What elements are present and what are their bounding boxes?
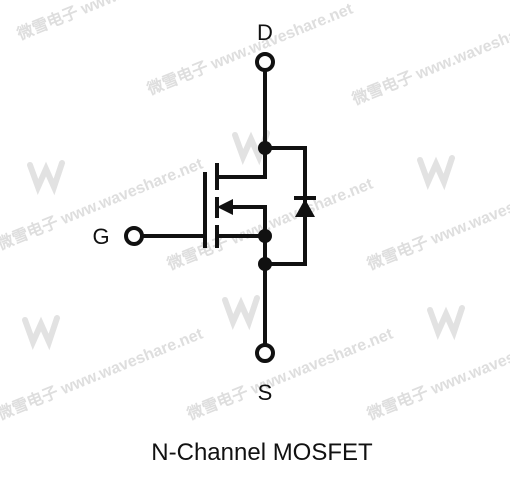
body-arrow	[217, 199, 233, 215]
watermark: 微雪电子 www.waveshare.net	[363, 173, 510, 274]
svg-text:微雪电子 www.waveshare.net: 微雪电子 www.waveshare.net	[363, 173, 510, 274]
drain-connection	[217, 148, 267, 179]
junction-dot	[258, 141, 272, 155]
svg-text:微雪电子 www.waveshare.net: 微雪电子 www.waveshare.net	[143, 0, 356, 99]
watermark: 微雪电子 www.waveshare.net	[183, 323, 396, 424]
watermark: 微雪电子 www.waveshare.net	[348, 8, 510, 109]
filled-marks	[217, 141, 315, 271]
source-terminal	[255, 343, 275, 363]
watermark-layer: 微雪电子 www.waveshare.net 微雪电子 www.waveshar…	[0, 0, 510, 424]
junction-dot	[258, 229, 272, 243]
source-label: S	[258, 380, 273, 405]
gate-label: G	[92, 224, 109, 249]
watermark: 微雪电子 www.waveshare.net	[13, 0, 226, 44]
watermark: 微雪电子 www.waveshare.net	[143, 0, 356, 99]
body-connection	[232, 205, 267, 236]
gate-terminal	[124, 226, 144, 246]
junction-dot	[258, 257, 272, 271]
svg-text:微雪电子 www.waveshare.net: 微雪电子 www.waveshare.net	[13, 0, 226, 44]
svg-text:微雪电子 www.waveshare.net: 微雪电子 www.waveshare.net	[348, 8, 510, 109]
mosfet-symbol	[124, 52, 307, 363]
drain-terminal	[255, 52, 275, 72]
diode-triangle	[295, 199, 315, 217]
drain-label: D	[257, 20, 273, 45]
diagram-caption: N-Channel MOSFET	[151, 439, 373, 466]
svg-text:微雪电子 www.waveshare.net: 微雪电子 www.waveshare.net	[183, 323, 396, 424]
